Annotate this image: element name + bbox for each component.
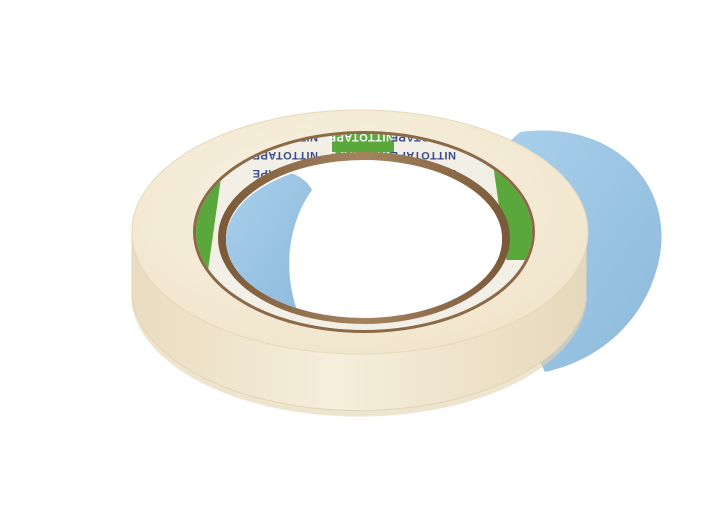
liner-through-hole	[226, 170, 312, 318]
core-brand-text-2: NITTOTAPE	[252, 149, 318, 161]
core-inner-edge	[218, 152, 510, 324]
core-brand-text-4: NITTOTAPE	[328, 131, 394, 143]
